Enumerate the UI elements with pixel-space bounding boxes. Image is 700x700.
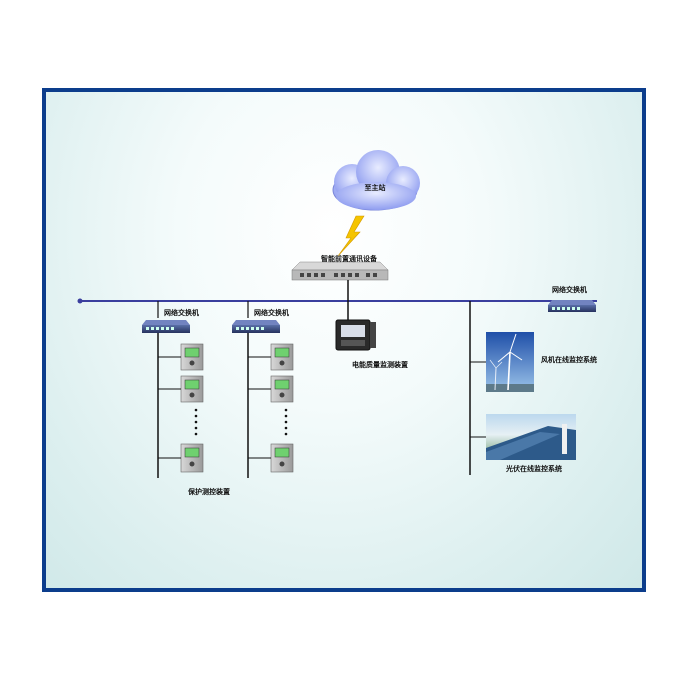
- protection-device-icon: [270, 375, 294, 403]
- gateway-label: 智能前置通讯设备: [321, 254, 378, 263]
- network-switch-icon: [548, 300, 596, 312]
- network-switch-icon: [232, 320, 280, 333]
- power-quality-label: 电能质量监测装置: [352, 360, 408, 369]
- wind-label: 风机在线监控系统: [541, 355, 597, 364]
- protection-device-icon: [270, 343, 294, 371]
- gateway-device-icon: [291, 261, 389, 281]
- wind-turbine-image: [486, 332, 534, 392]
- power-quality-monitor-icon: [335, 319, 376, 351]
- ellipsis-dots-icon: [194, 408, 198, 436]
- protection-device-icon: [180, 343, 204, 371]
- cloud-label: 至主站: [365, 183, 386, 192]
- protection-device-icon: [180, 375, 204, 403]
- cloud-icon: [332, 150, 420, 211]
- solar-label: 光伏在线监控系统: [505, 464, 562, 473]
- protection-label: 保护测控装置: [187, 487, 230, 496]
- protection-device-icon: [270, 443, 294, 473]
- switch-label: 网络交换机: [254, 308, 289, 317]
- bus-endpoint: [77, 298, 83, 304]
- network-switch-icon: [142, 320, 190, 333]
- protection-device-icon: [180, 443, 204, 473]
- switch-label: 网络交换机: [552, 285, 587, 294]
- lightning-icon: [337, 215, 365, 257]
- switch-label: 网络交换机: [164, 308, 199, 317]
- ellipsis-dots-icon: [284, 408, 288, 436]
- solar-panel-image: [486, 414, 576, 460]
